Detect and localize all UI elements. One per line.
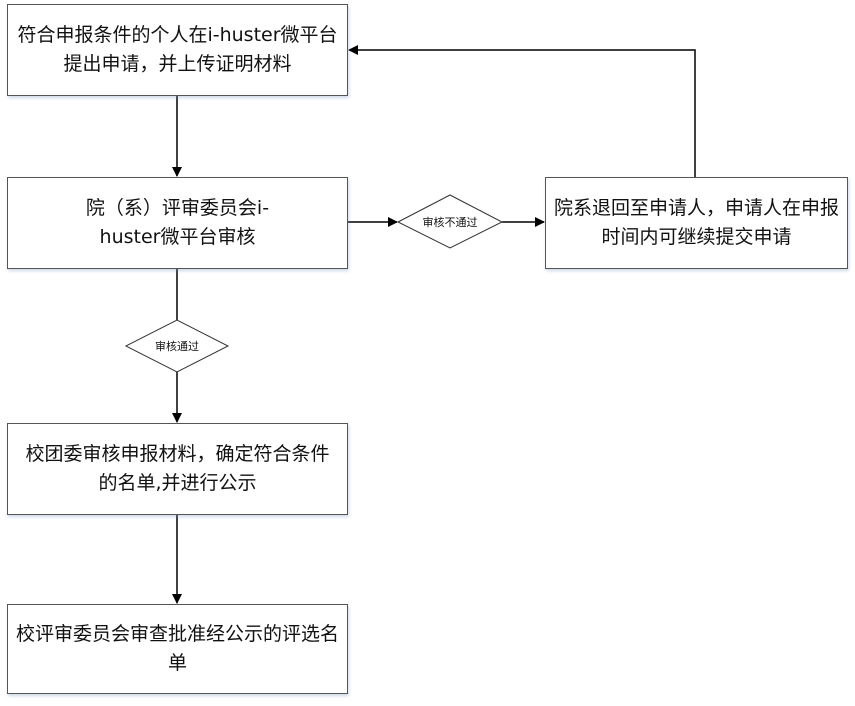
decision-rejected-diamond [396, 194, 504, 249]
step-apply-text: 符合申报条件的个人在i-huster微平台提出申请，并上传证明材料 [17, 24, 338, 75]
step-returned: 院系退回至申请人，申请人在申报时间内可继续提交申请 [545, 177, 848, 269]
step-returned-text: 院系退回至申请人，申请人在申报时间内可继续提交申请 [553, 197, 839, 248]
step-league-review-text: 校团委审核申报材料，确定符合条件的名单,并进行公示 [25, 443, 330, 494]
step-final-review: 校评审委员会审查批准经公示的评选名单 [7, 604, 348, 694]
decision-approved-diamond [124, 319, 230, 373]
step-dept-review: 院（系）评审委员会i-huster微平台审核 [7, 177, 348, 269]
arrow-returned-to-apply [348, 45, 696, 177]
decision-rejected-label: 审核不通过 [422, 216, 478, 229]
decision-approved-label: 审核通过 [155, 340, 199, 353]
step-final-review-text: 校评审委员会审查批准经公示的评选名单 [15, 623, 339, 674]
step-league-review: 校团委审核申报材料，确定符合条件的名单,并进行公示 [7, 423, 348, 515]
step-apply: 符合申报条件的个人在i-huster微平台提出申请，并上传证明材料 [7, 4, 348, 96]
step-dept-review-text: 院（系）评审委员会i-huster微平台审核 [85, 197, 270, 248]
